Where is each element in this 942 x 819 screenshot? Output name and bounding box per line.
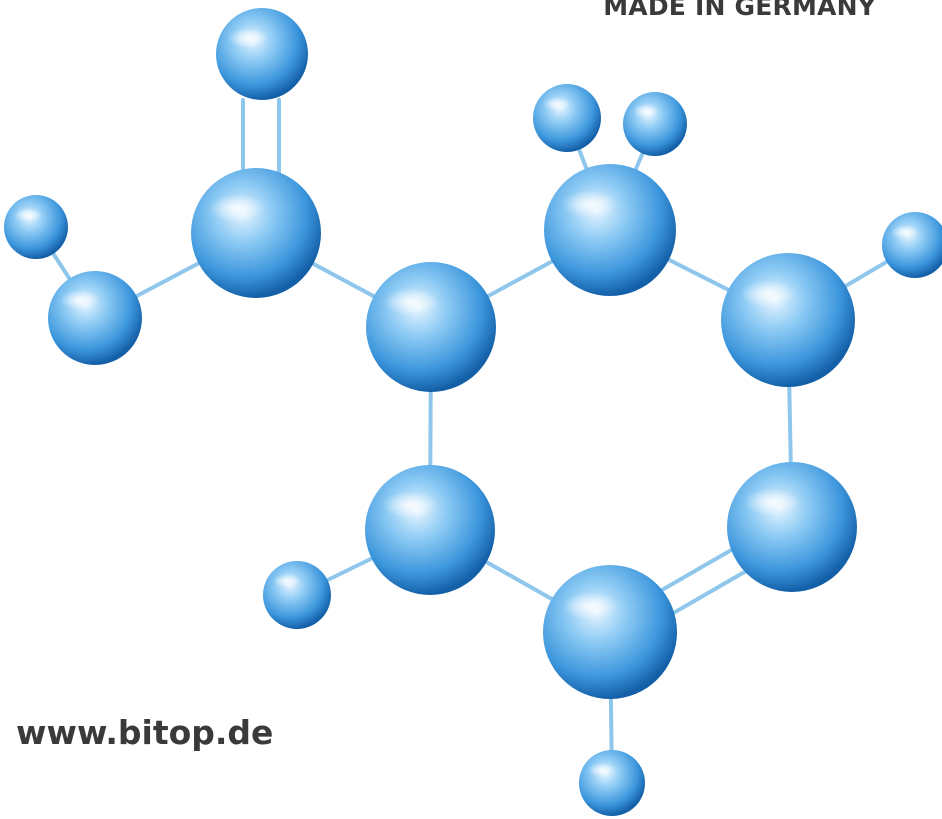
atom — [579, 750, 645, 816]
atom — [191, 168, 321, 298]
atom — [533, 84, 601, 152]
atom — [882, 212, 942, 278]
bonds — [34, 98, 917, 785]
atom — [48, 271, 142, 365]
atom — [727, 462, 857, 592]
made-in-germany-tagline: MADE IN GERMANY — [603, 0, 876, 21]
atoms — [4, 8, 942, 816]
atom — [216, 8, 308, 100]
atom — [4, 195, 68, 259]
atom — [543, 565, 677, 699]
atom — [263, 561, 331, 629]
atom — [623, 92, 687, 156]
atom — [721, 253, 855, 387]
atom — [365, 465, 495, 595]
atom — [544, 164, 676, 296]
website-url: www.bitop.de — [16, 713, 274, 752]
atom — [366, 262, 496, 392]
